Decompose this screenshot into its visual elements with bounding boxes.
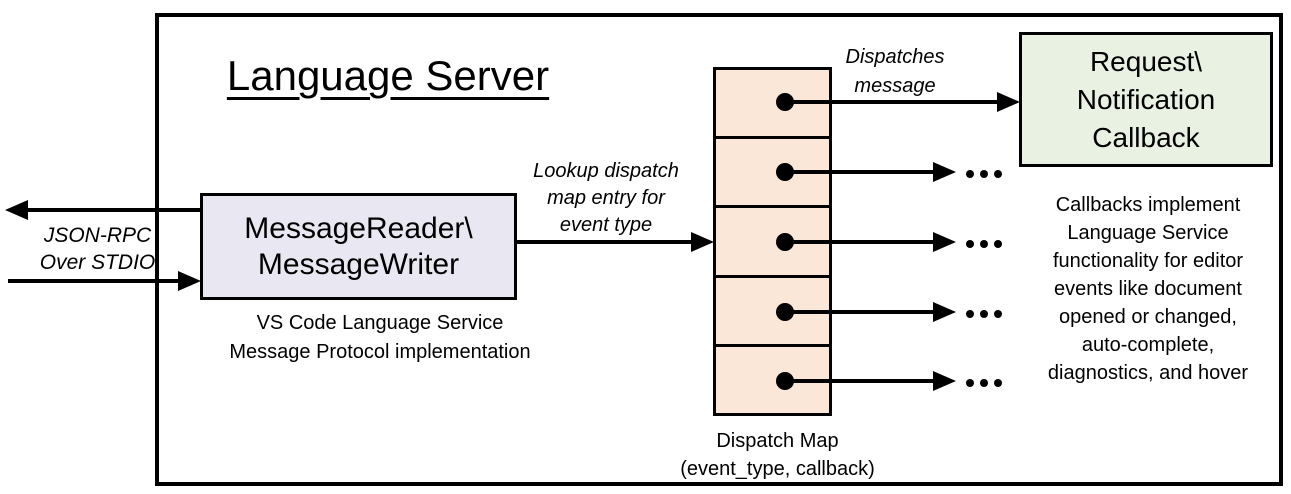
lookup-label-line: event type <box>559 214 653 236</box>
callbacks-note-line: opened or changed, <box>1059 306 1237 328</box>
callbacks-note-line: auto-complete, <box>1081 334 1215 356</box>
dispatch-map <box>713 67 832 416</box>
dispatches-label-line: message <box>854 75 936 97</box>
callbacks-note-line: Language Service <box>1067 222 1229 244</box>
callbacks-note-line: functionality for editor <box>1052 250 1244 272</box>
reader-box-caption: VS Code Language Service Message Protoco… <box>199 309 561 367</box>
dispatch-map-cell-1 <box>716 70 829 140</box>
stdio-label-line: Over STDIO <box>39 251 156 274</box>
dispatch-map-cell-5 <box>716 346 829 414</box>
callback-box-line: Callback <box>1092 121 1200 153</box>
dispatch-map-cell-3 <box>716 208 829 278</box>
dispatch-map-caption: Dispatch Map (event_type, callback) <box>655 427 900 483</box>
reader-box-line: MessageWriter <box>257 247 460 281</box>
dispatch-map-cell-4 <box>716 277 829 347</box>
stdio-label: JSON-RPC Over STDIO <box>15 222 180 276</box>
reader-caption-line: Message Protocol implementation <box>229 341 531 363</box>
request-notification-callback-box: Request\ Notification Callback <box>1019 32 1273 167</box>
page-title-text: Language Server <box>226 52 550 99</box>
dispatch-map-cell-2 <box>716 139 829 209</box>
language-server-container-box <box>155 13 1283 486</box>
callbacks-note: Callbacks implement Language Service fun… <box>1021 191 1275 387</box>
map-caption-line: Dispatch Map <box>716 430 839 452</box>
callback-box-line: Notification <box>1076 83 1216 115</box>
reader-caption-line: VS Code Language Service <box>256 312 504 334</box>
map-caption-line: (event_type, callback) <box>680 458 875 480</box>
lookup-label-line: Lookup dispatch <box>533 160 679 182</box>
stdio-label-line: JSON-RPC <box>43 224 152 247</box>
page-title: Language Server <box>198 50 578 102</box>
message-reader-writer-box: MessageReader\ MessageWriter <box>200 193 517 300</box>
lookup-label: Lookup dispatch map entry for event type <box>518 158 694 239</box>
callbacks-note-line: diagnostics, and hover <box>1047 362 1249 384</box>
callback-box-line: Request\ <box>1089 45 1203 77</box>
callbacks-note-line: events like document <box>1054 278 1242 300</box>
callbacks-note-line: Callbacks implement <box>1055 194 1241 216</box>
lookup-label-line: map entry for <box>547 187 665 209</box>
dispatches-label: Dispatches message <box>826 43 964 101</box>
dispatches-label-line: Dispatches <box>845 46 945 68</box>
reader-box-line: MessageReader\ <box>244 211 473 245</box>
